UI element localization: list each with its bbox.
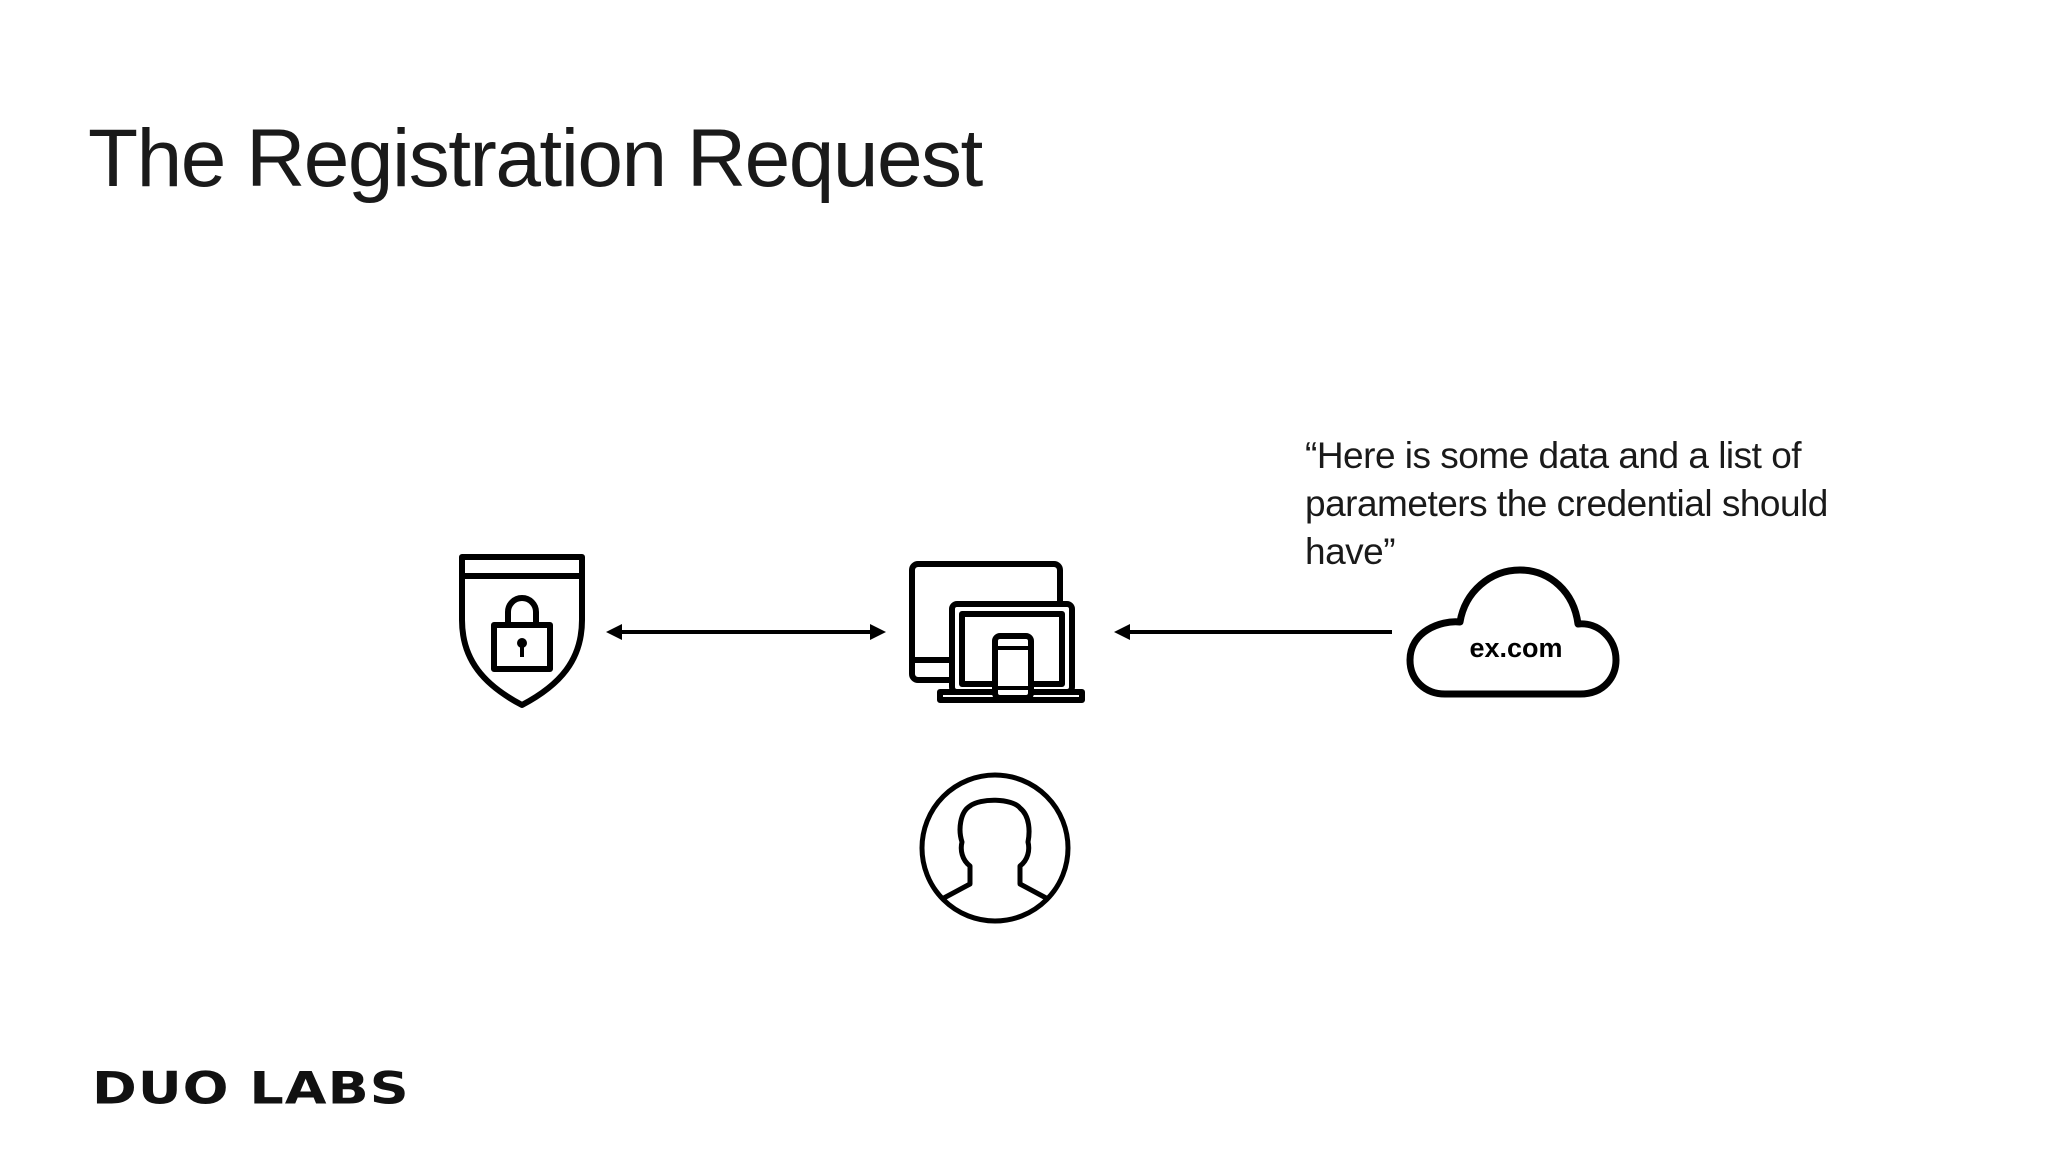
duo-labs-logo: DUO LABS — [92, 1062, 410, 1115]
user-avatar-icon — [919, 772, 1071, 924]
devices-icon — [909, 561, 1085, 703]
request-caption: “Here is some data and a list of paramet… — [1305, 435, 1828, 572]
request-arrow — [1114, 624, 1392, 640]
bidirectional-arrow — [606, 624, 886, 640]
relying-party-label: ex.com — [1469, 633, 1562, 663]
cloud-icon: ex.com — [1406, 566, 1620, 698]
shield-lock-icon — [459, 554, 585, 708]
slide-title: The Registration Request — [88, 113, 983, 204]
